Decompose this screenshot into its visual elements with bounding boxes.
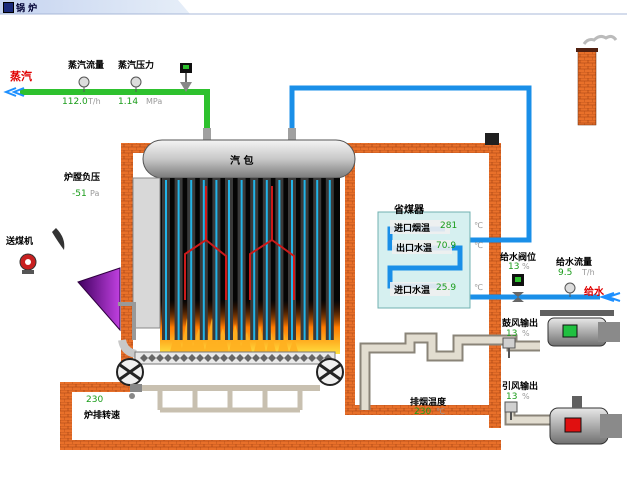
economizer-inlet-flue-label: 进口烟温: [394, 224, 431, 234]
exhaust-temp-unit: ℃: [436, 407, 445, 416]
steam-drum-label: 汽 包: [230, 156, 254, 167]
furnace-pressure-unit: Pa: [90, 189, 100, 198]
chimney: [576, 34, 618, 126]
feedwater-valve-icon[interactable]: [512, 274, 524, 302]
feedwater-flow-value: 9.5: [558, 268, 573, 278]
exhaust-temp-gauge-icon: [129, 393, 135, 399]
window-title: 锅 炉: [16, 4, 38, 14]
furnace-side-wall: [132, 177, 161, 329]
economizer-inlet-water-unit: ℃: [474, 283, 483, 292]
feedwater-valve-value: 13: [508, 262, 520, 272]
downcomer-tubes: [184, 186, 295, 300]
economizer-inlet-flue-value: 281: [440, 221, 458, 231]
fd-fan-output-label: 鼓风输出: [502, 319, 539, 329]
feedwater-flow-unit: T/h: [582, 268, 595, 277]
steam-pressure-unit: MPa: [146, 97, 163, 106]
economizer-inlet-water-label: 进口水温: [394, 286, 431, 296]
feedwater-flow-gauge-icon: [564, 282, 576, 297]
water-wall-tubes: [162, 178, 334, 340]
grate-wheel-left-icon[interactable]: [116, 358, 144, 386]
economizer-outlet-water-label: 出口水温: [396, 244, 433, 254]
steam-flow-label: 蒸汽流量: [68, 61, 105, 71]
steam-pressure-value: 1.14: [118, 97, 139, 107]
id-fan-output-value: 13: [506, 392, 518, 402]
furnace-pressure-label: 炉膛负压: [64, 173, 101, 183]
fd-fan-output-unit: %: [522, 329, 530, 338]
coal-feeder-label: 送煤机: [6, 237, 34, 247]
coal-feeder-fan-icon[interactable]: [19, 253, 37, 274]
air-duct-manifold: [130, 384, 320, 413]
economizer-outlet-water-value: 70.9: [436, 241, 457, 251]
feedwater-arrow-icon: [598, 292, 621, 302]
economizer: [377, 211, 471, 309]
feedwater-flow-label: 给水流量: [556, 258, 593, 268]
steam-arrow-icon: [3, 87, 25, 97]
grate-wheel-right-icon[interactable]: [316, 358, 344, 386]
id-fan-damper-icon[interactable]: [504, 401, 518, 420]
coal-hopper: [77, 267, 137, 358]
steam-pressure-label: 蒸汽压力: [118, 61, 155, 71]
exhaust-temp-label: 排烟温度: [410, 398, 447, 408]
id-fan-output-unit: %: [522, 392, 530, 401]
steam-pressure-gauge-icon: [130, 76, 142, 92]
economizer-outlet-water-unit: ℃: [474, 241, 483, 250]
feedwater-label: 给水: [584, 287, 604, 298]
steam-flow-unit: T/h: [88, 97, 101, 106]
forced-draft-fan-icon[interactable]: [540, 310, 620, 347]
feedwater-valve-label: 给水阀位: [500, 253, 537, 263]
title-bar: [0, 0, 627, 15]
steam-flow-value: 112.0: [62, 97, 88, 107]
chain-grate: [134, 351, 336, 365]
steam-flow-gauge-icon: [78, 76, 90, 92]
fd-fan-output-value: 13: [506, 329, 518, 339]
economizer-title: 省煤器: [394, 205, 424, 216]
fd-fan-damper-icon[interactable]: [502, 337, 516, 358]
grate-speed-label: 炉排转速: [84, 411, 121, 421]
steam-pipe: [20, 89, 211, 140]
exhaust-temp-value: 230: [414, 407, 432, 417]
coal-feed-flame-icon: [52, 228, 65, 250]
furnace-pressure-value: -51: [72, 189, 87, 199]
grate-speed-value: 230: [86, 395, 104, 405]
steam-label: 蒸汽: [10, 70, 32, 83]
window-menu-icon[interactable]: [3, 2, 14, 13]
economizer-inlet-water-value: 25.9: [436, 283, 457, 293]
economizer-inlet-flue-unit: ℃: [474, 221, 483, 230]
induced-draft-fan-icon[interactable]: [549, 396, 622, 445]
steam-valve-icon[interactable]: [180, 63, 192, 92]
id-fan-output-label: 引风输出: [502, 382, 539, 392]
feedwater-valve-unit: %: [522, 262, 530, 271]
